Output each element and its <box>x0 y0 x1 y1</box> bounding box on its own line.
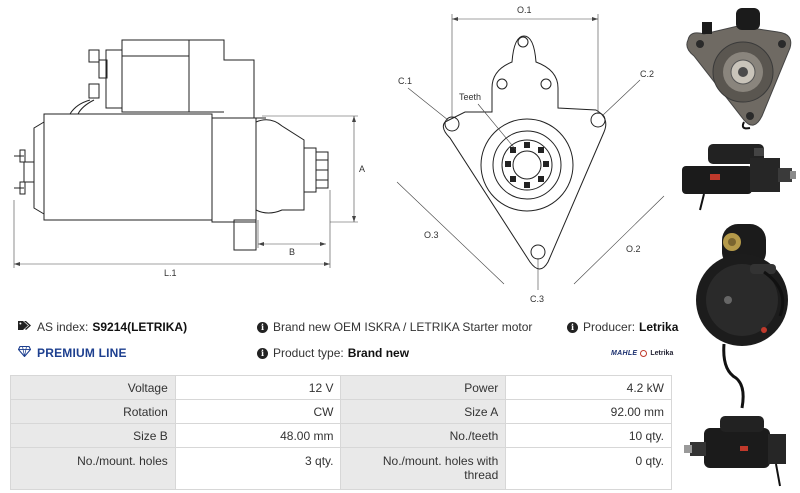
photo-rear-view[interactable] <box>680 220 800 410</box>
spec-key: Rotation <box>10 399 176 424</box>
product-photos <box>680 0 800 493</box>
letrika-logo-text: Letrika <box>650 349 674 357</box>
spec-value: 12 V <box>174 375 342 400</box>
dim-l1-label: L.1 <box>164 268 177 278</box>
dim-c2-label: C.2 <box>640 69 654 79</box>
spec-key: No./mount. holes with thread <box>340 447 507 490</box>
producer-value[interactable]: Letrika <box>639 320 679 334</box>
table-row: Size B 48.00 mm No./teeth 10 qty. <box>10 423 672 448</box>
mahle-logo: MAHLE <box>611 349 638 357</box>
spec-key: No./mount. holes <box>10 447 176 490</box>
pinion-teeth <box>505 142 549 188</box>
technical-drawing-area: O.1 C.1 C.2 Teeth A B L.1 O.3 O.2 C.3 <box>13 5 665 304</box>
spec-value: 48.00 mm <box>174 423 342 448</box>
product-type: i Product type: Brand new <box>257 342 409 364</box>
dim-b-label: B <box>289 247 295 257</box>
spec-value: 0 qty. <box>505 447 672 490</box>
spec-key: Size A <box>340 399 507 424</box>
info-icon: i <box>257 347 268 359</box>
info-row-secondary: PREMIUM LINE i Product type: Brand new M… <box>0 342 680 364</box>
producer: i Producer: Letrika <box>567 316 678 338</box>
table-row: Rotation CW Size A 92.00 mm <box>10 399 672 424</box>
spec-value: 3 qty. <box>174 447 342 490</box>
spec-key: Power <box>340 375 507 400</box>
table-row: No./mount. holes 3 qty. No./mount. holes… <box>10 447 672 490</box>
dim-a-label: A <box>359 164 365 174</box>
photo-front-flange[interactable] <box>680 4 800 132</box>
dim-o1-label: O.1 <box>517 5 532 15</box>
description-text: Brand new OEM ISKRA / LETRIKA Starter mo… <box>273 320 533 334</box>
spec-value: 10 qty. <box>505 423 672 448</box>
dim-c3-label: C.3 <box>530 294 544 304</box>
product-type-value: Brand new <box>347 346 410 360</box>
product-type-label: Product type: <box>273 346 344 360</box>
premium-line-label: PREMIUM LINE <box>37 346 127 360</box>
solenoid-outline <box>121 39 190 113</box>
dim-o3-label: O.3 <box>424 230 439 240</box>
motor-body-outline <box>43 113 213 221</box>
photo-side-view-alt[interactable] <box>680 414 800 490</box>
dim-c1-label: C.1 <box>398 76 412 86</box>
brand-logos: MAHLE Letrika <box>611 342 673 364</box>
letrika-logo-mark <box>640 349 648 357</box>
technical-drawing-svg: O.1 C.1 C.2 Teeth A B L.1 O.3 O.2 C.3 <box>13 5 665 304</box>
info-icon: i <box>567 321 578 333</box>
specs-table: Voltage 12 V Power 4.2 kW Rotation CW Si… <box>10 375 672 490</box>
photo-side-view[interactable] <box>680 138 800 212</box>
dim-teeth-label: Teeth <box>459 92 481 102</box>
front-boss-outer <box>480 118 574 212</box>
as-index-label: AS index: <box>37 320 89 334</box>
info-row-primary: AS index: S9214(LETRIKA) i Brand new OEM… <box>0 316 680 338</box>
table-row: Voltage 12 V Power 4.2 kW <box>10 375 672 400</box>
dim-o2-label: O.2 <box>626 244 641 254</box>
premium-line-badge: PREMIUM LINE <box>17 342 127 364</box>
spec-value: 92.00 mm <box>505 399 672 424</box>
as-index: AS index: S9214(LETRIKA) <box>18 316 187 338</box>
spec-key: Size B <box>10 423 176 448</box>
product-description: i Brand new OEM ISKRA / LETRIKA Starter … <box>257 316 532 338</box>
spec-key: No./teeth <box>340 423 507 448</box>
spec-value: CW <box>174 399 342 424</box>
producer-label: Producer: <box>583 320 636 334</box>
flange-outline <box>442 35 607 270</box>
tag-icon <box>18 320 31 334</box>
diamond-icon <box>17 345 32 360</box>
spec-value: 4.2 kW <box>505 375 672 400</box>
spec-key: Voltage <box>10 375 176 400</box>
as-index-value[interactable]: S9214(LETRIKA) <box>92 320 188 334</box>
mount-hole-c3 <box>530 244 546 260</box>
info-icon: i <box>257 321 268 333</box>
